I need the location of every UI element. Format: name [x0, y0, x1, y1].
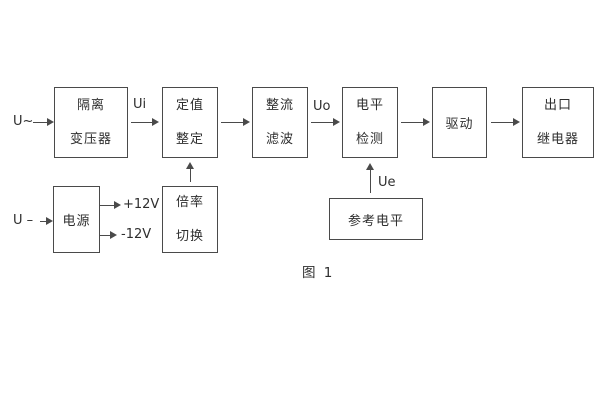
block-label: 出口: [543, 97, 572, 113]
block-ratio-switch: 倍率 切换: [162, 186, 218, 253]
arrow-to-output-relay: [491, 118, 520, 126]
arrow-minus-12v: [100, 231, 117, 239]
arrow-ui: [131, 118, 159, 126]
block-output-relay: 出口 继电器: [522, 87, 594, 158]
label-ui: Ui: [133, 97, 147, 112]
block-label: 切换: [175, 228, 204, 244]
block-setpoint-adjust: 定值 整定: [162, 87, 218, 158]
label-ue: Ue: [378, 175, 396, 190]
block-label: 整流: [265, 97, 294, 113]
arrow-ue-to-level: [366, 163, 374, 193]
block-rectifier-filter: 整流 滤波: [252, 87, 308, 158]
block-label: 倍率: [175, 194, 204, 210]
block-label: 定值: [175, 97, 204, 113]
block-isolation-transformer: 隔离 变压器: [54, 87, 128, 158]
arrow-ac-input: [33, 118, 54, 126]
block-driver: 驱动: [432, 87, 487, 158]
block-power-supply: 电源: [53, 186, 100, 253]
arrow-uo: [311, 118, 340, 126]
block-label: 隔离: [76, 97, 105, 113]
block-label: 电源: [62, 214, 91, 229]
label-minus-12v: -12V: [121, 227, 152, 242]
block-label: 变压器: [69, 131, 112, 147]
arrow-ratio-to-setpoint: [186, 162, 194, 182]
label-dc-input: U –: [13, 213, 34, 228]
arrow-to-driver: [401, 118, 430, 126]
arrow-to-rectifier: [221, 118, 250, 126]
figure-caption: 图 1: [302, 265, 335, 281]
block-level-detection: 电平 检测: [342, 87, 398, 158]
label-uo: Uo: [313, 99, 331, 114]
block-label: 参考电平: [347, 213, 404, 229]
block-label: 检测: [355, 131, 384, 147]
arrow-plus-12v: [100, 201, 121, 209]
block-label: 电平: [355, 97, 384, 113]
label-plus-12v: +12V: [123, 197, 160, 212]
block-label: 整定: [175, 131, 204, 147]
block-label: 滤波: [265, 131, 294, 147]
block-label: 驱动: [445, 117, 474, 132]
block-label: 继电器: [536, 131, 579, 147]
arrow-dc-input: [40, 217, 53, 225]
block-reference-level: 参考电平: [329, 198, 423, 240]
label-ac-input: U~: [13, 114, 34, 129]
